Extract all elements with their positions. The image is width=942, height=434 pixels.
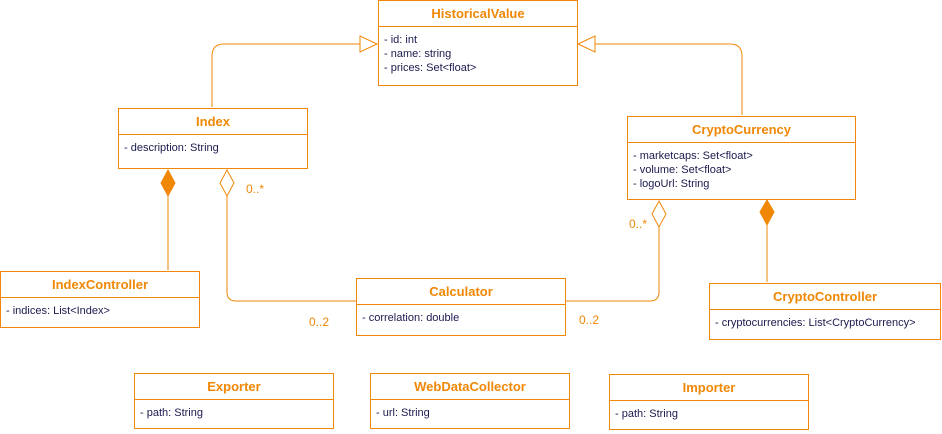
attribute: - name: string [384, 48, 452, 60]
attribute: - cryptocurrencies: List<CryptoCurrency> [715, 317, 916, 329]
aggregation-diamond [219, 168, 235, 198]
composition-diamond [160, 168, 176, 198]
class-name: WebDataCollector [371, 374, 569, 400]
edge-calculator-index [226, 196, 356, 302]
class-name: HistoricalValue [379, 1, 577, 27]
edge-calculator-crypto [566, 227, 660, 302]
attribute: - path: String [140, 407, 203, 419]
class-importer[interactable]: Importer - path: String [609, 374, 809, 430]
attribute: - correlation: double [362, 312, 460, 324]
class-exporter[interactable]: Exporter - path: String [134, 373, 334, 429]
attribute: - volume: Set<float> [633, 164, 732, 176]
attribute: - marketcaps: Set<float> [633, 150, 753, 162]
class-historical-value[interactable]: HistoricalValue - id: int - name: string… [378, 0, 578, 86]
class-index-controller[interactable]: IndexController - indices: List<Index> [0, 271, 200, 328]
class-name: Importer [610, 375, 808, 401]
attribute: - indices: List<Index> [6, 305, 110, 317]
multiplicity-label: 0..2 [579, 313, 600, 327]
attribute: - path: String [615, 408, 678, 420]
class-name: Index [119, 109, 307, 135]
inheritance-arrowhead [359, 35, 379, 53]
class-calculator[interactable]: Calculator - correlation: double [356, 278, 566, 336]
class-web-data-collector[interactable]: WebDataCollector - url: String [370, 373, 570, 429]
composition-diamond [759, 199, 775, 227]
attribute: - logoUrl: String [633, 178, 710, 190]
class-crypto-currency[interactable]: CryptoCurrency - marketcaps: Set<float> … [627, 116, 856, 200]
edge-crypto-historicalvalue [595, 43, 743, 115]
class-index[interactable]: Index - description: String [118, 108, 308, 169]
class-name: CryptoCurrency [628, 117, 855, 143]
multiplicity-label: 0..* [246, 182, 265, 196]
attribute: - prices: Set<float> [384, 62, 477, 74]
multiplicity-label: 0..* [629, 217, 648, 231]
aggregation-diamond [651, 199, 667, 229]
edge-index-historicalvalue [211, 43, 360, 107]
attribute: - id: int [384, 34, 418, 46]
inheritance-arrowhead [576, 35, 596, 53]
multiplicity-label: 0..2 [309, 315, 330, 329]
class-name: IndexController [1, 272, 199, 298]
class-name: Exporter [135, 374, 333, 400]
class-name: CryptoController [710, 284, 940, 310]
attribute: - url: String [376, 407, 430, 419]
attribute: - description: String [124, 142, 219, 154]
class-crypto-controller[interactable]: CryptoController - cryptocurrencies: Lis… [709, 283, 941, 340]
class-name: Calculator [357, 279, 565, 305]
